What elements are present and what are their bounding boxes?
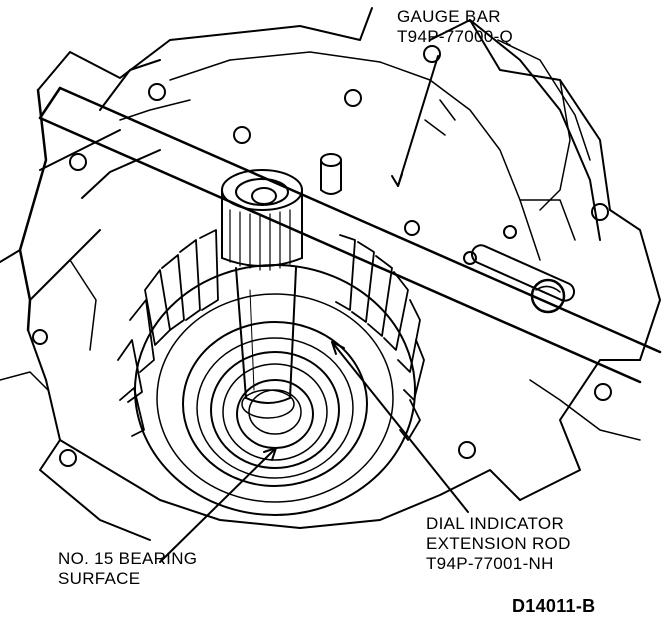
case-housing <box>0 7 661 541</box>
leader-lines <box>159 55 469 563</box>
dowel-pin <box>320 153 342 195</box>
gauge-bar-leader <box>397 55 439 187</box>
gauge-bar-label: GAUGE BAR T94P-77000-Q <box>397 7 513 47</box>
dial-indicator-label-line3: T94P-77001-NH <box>426 554 554 573</box>
bearing-surface-label-line1: NO. 15 BEARING <box>58 549 198 568</box>
bearing-surface-label-line2: SURFACE <box>58 569 141 588</box>
bearing-surface-leader <box>159 447 277 563</box>
clutch-drum <box>117 229 425 516</box>
gauge-bar-label-line2: T94P-77000-Q <box>397 27 514 46</box>
input-shaft <box>221 169 303 419</box>
dial-indicator-label: DIAL INDICATOR EXTENSION ROD T94P-77001-… <box>426 514 571 574</box>
dial-indicator-label-line2: EXTENSION ROD <box>426 534 571 553</box>
gauge-bar-label-line1: GAUGE BAR <box>397 7 501 26</box>
gauge-bar <box>38 86 662 384</box>
figure-id: D14011-B <box>512 596 596 616</box>
dial-indicator-leader <box>331 341 469 513</box>
drum-fins <box>117 229 425 441</box>
bearing-surface-label: NO. 15 BEARING SURFACE <box>58 549 197 589</box>
bolt-holes <box>32 45 612 467</box>
dial-indicator-label-line1: DIAL INDICATOR <box>426 514 565 533</box>
